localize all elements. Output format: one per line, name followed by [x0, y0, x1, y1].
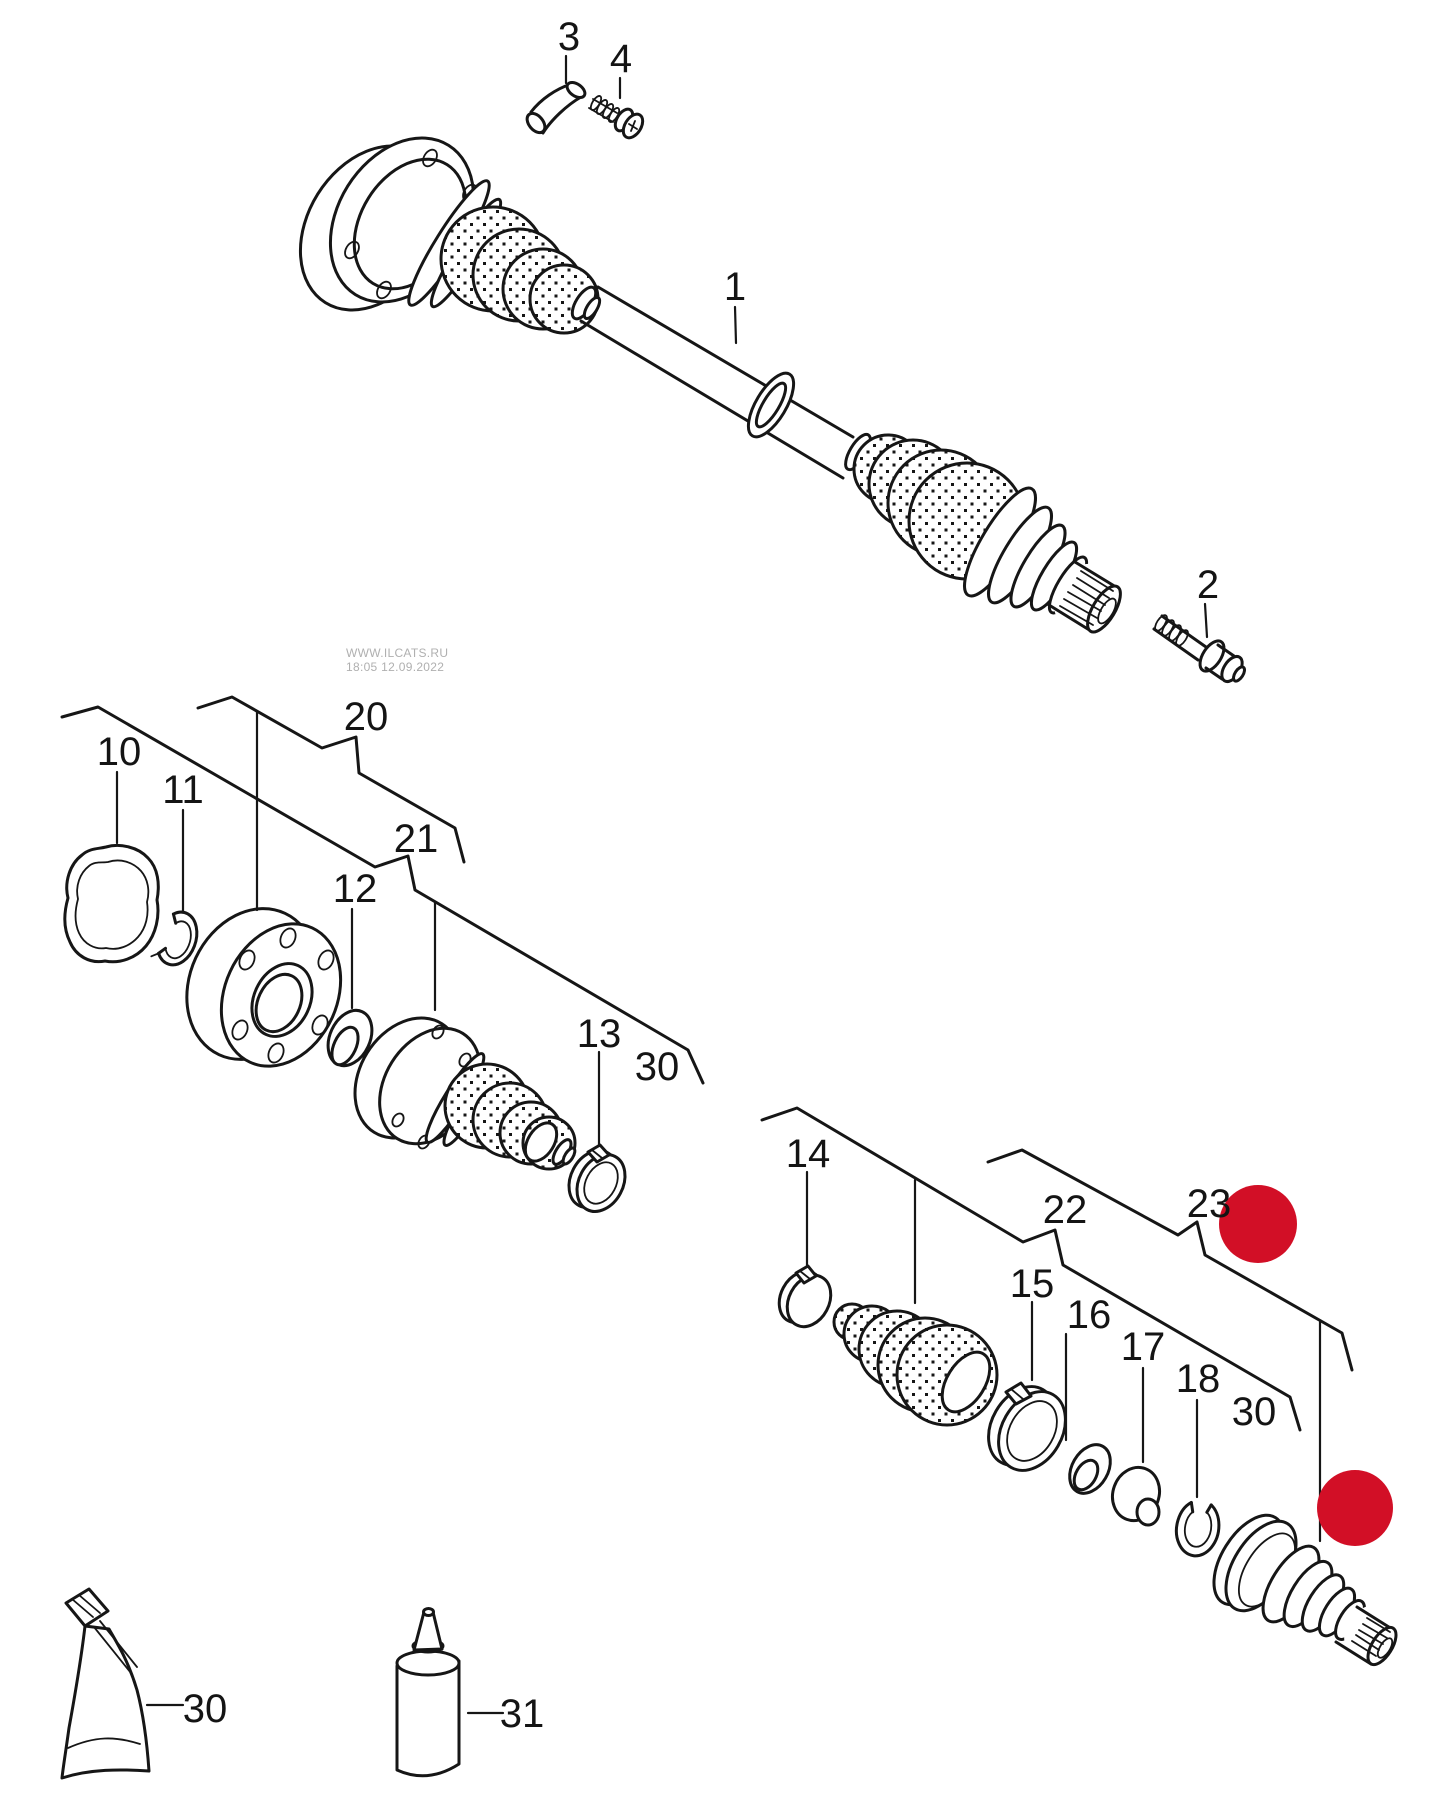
callout-4[interactable]: 4: [610, 37, 632, 81]
callout-1[interactable]: 1: [724, 265, 746, 309]
highlight-marker-23: [1219, 1185, 1297, 1263]
part-clamp-13: [567, 1143, 627, 1213]
leader-2: [1203, 602, 1209, 639]
callout-18[interactable]: 18: [1176, 1357, 1221, 1401]
bracket-group-20: [196, 695, 466, 864]
callout-16[interactable]: 16: [1067, 1293, 1112, 1337]
part-drive-shaft: [298, 136, 1122, 634]
callout-10[interactable]: 10: [97, 730, 142, 774]
bracket-group-22: [760, 1106, 1302, 1432]
part-snap-ring: [1174, 1500, 1221, 1558]
part-lubricant-bottle: [395, 1607, 461, 1778]
callout-23[interactable]: 23: [1187, 1182, 1232, 1226]
part-strap: [525, 80, 587, 135]
part-bolt-2: [1152, 614, 1246, 684]
part-circlip-11: [150, 910, 199, 967]
callout-3[interactable]: 3: [558, 15, 580, 59]
callout-30c[interactable]: 30: [183, 1687, 228, 1731]
part-gasket: [63, 843, 160, 964]
watermark-site: WWW.ILCATS.RU: [346, 646, 449, 660]
bracket-group-21: [60, 705, 705, 1085]
highlight-marker-outer-joint: [1317, 1470, 1393, 1546]
bracket-group-23: [986, 1148, 1354, 1372]
part-dished-cap: [1110, 1465, 1162, 1527]
callout-12[interactable]: 12: [333, 867, 378, 911]
callout-21[interactable]: 21: [394, 817, 439, 861]
watermark-timestamp: 18:05 12.09.2022: [346, 659, 445, 674]
callout-30a[interactable]: 30: [635, 1045, 680, 1089]
callout-14[interactable]: 14: [786, 1132, 831, 1176]
part-inner-joint-assembly: [353, 1016, 577, 1171]
callout-11[interactable]: 11: [162, 768, 204, 812]
part-outer-joint: [1212, 1513, 1398, 1667]
part-thrust-ring: [1068, 1443, 1112, 1495]
callout-22[interactable]: 22: [1043, 1188, 1088, 1232]
part-clamp-14: [777, 1264, 833, 1329]
callout-31[interactable]: 31: [500, 1692, 545, 1736]
part-spacer-ring: [326, 1008, 374, 1068]
part-outer-boot: [832, 1302, 999, 1427]
callout-17[interactable]: 17: [1121, 1325, 1166, 1369]
part-cv-flange: [185, 907, 343, 1068]
part-clamp-15: [987, 1381, 1067, 1472]
callout-13[interactable]: 13: [577, 1012, 622, 1056]
part-grease-tube: [60, 1587, 151, 1780]
callout-20[interactable]: 20: [344, 695, 389, 739]
watermark: WWW.ILCATS.RU 18:05 12.09.2022: [346, 646, 449, 674]
callout-30b[interactable]: 30: [1232, 1390, 1277, 1434]
callout-15[interactable]: 15: [1010, 1262, 1055, 1306]
part-bolt-4: [588, 95, 645, 140]
leader-1: [733, 305, 738, 345]
callout-2[interactable]: 2: [1197, 563, 1219, 607]
